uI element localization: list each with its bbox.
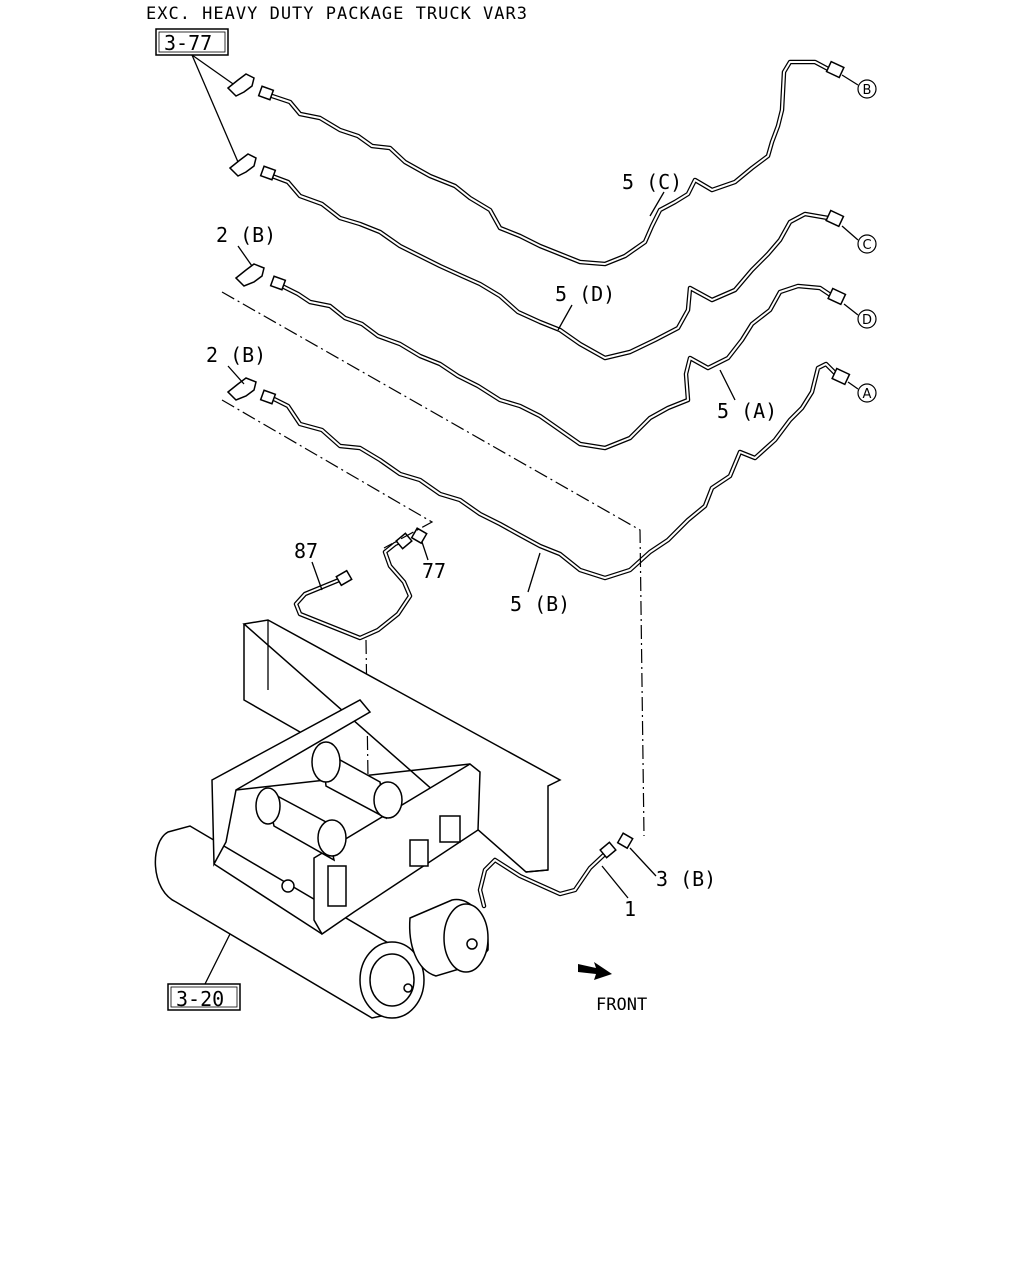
callout-3b-label: 3 (B) (656, 867, 716, 891)
callout-5c[interactable]: 5 (C) (622, 170, 682, 217)
connector-2b-lower[interactable] (226, 377, 277, 405)
callout-2b-lower[interactable]: 2 (B) (206, 343, 266, 385)
pipe-5b[interactable] (269, 361, 841, 581)
hose-87[interactable] (293, 537, 413, 641)
fitting-87-end[interactable] (395, 532, 413, 550)
marker-b[interactable]: B (841, 74, 877, 99)
fitting-87-start[interactable] (335, 569, 353, 587)
air-tank-large (154, 825, 425, 1019)
callout-5d[interactable]: 5 (D) (555, 282, 615, 331)
tank-bracket-assembly (211, 699, 481, 936)
pipe-5c[interactable] (269, 59, 833, 267)
pipe-5a[interactable] (279, 283, 835, 451)
ref-box-bottom[interactable]: 3-20 (167, 983, 241, 1011)
callout-2b-lower-label: 2 (B) (206, 343, 266, 367)
marker-d-label: D (862, 313, 872, 328)
fitting-d[interactable] (827, 287, 847, 306)
callout-87-label: 87 (294, 539, 318, 563)
ref-top-leaders (191, 54, 239, 163)
front-arrow: FRONT (578, 962, 647, 1015)
fitting-b[interactable] (825, 60, 845, 79)
callout-1[interactable]: 1 (601, 865, 636, 921)
callout-2b-upper[interactable]: 2 (B) (216, 223, 276, 267)
callout-5b[interactable]: 5 (B) (510, 552, 570, 616)
marker-a-label: A (863, 387, 872, 402)
callout-5b-label: 5 (B) (510, 592, 570, 616)
ref-top-label: 3-77 (164, 31, 212, 55)
marker-c[interactable]: C (841, 225, 877, 254)
marker-b-label: B (863, 83, 872, 98)
connector-3-77-upper[interactable] (226, 73, 275, 101)
air-tank-small (408, 898, 489, 977)
callout-77-label: 77 (422, 559, 446, 583)
hose-1[interactable] (477, 849, 610, 909)
fitting-c[interactable] (825, 209, 845, 228)
frame-rail (242, 619, 562, 873)
connector-2b-upper[interactable] (234, 263, 287, 291)
valve-left (255, 787, 347, 862)
front-label: FRONT (596, 995, 647, 1015)
callout-87[interactable]: 87 (294, 539, 323, 591)
fitting-a[interactable] (831, 367, 851, 386)
connector-3-77-lower[interactable] (228, 153, 277, 181)
diagram-title: EXC. HEAVY DUTY PACKAGE TRUCK VAR3 (146, 4, 528, 24)
marker-d[interactable]: D (843, 303, 877, 329)
callout-5c-label: 5 (C) (622, 170, 682, 194)
callout-5d-label: 5 (D) (555, 282, 615, 306)
callout-1-label: 1 (624, 897, 636, 921)
nut-77[interactable] (410, 527, 428, 545)
pipe-5d[interactable] (269, 173, 831, 361)
nut-3b[interactable] (616, 832, 634, 850)
marker-a[interactable]: A (847, 381, 877, 403)
callout-3b[interactable]: 3 (B) (629, 847, 716, 891)
callout-5a[interactable]: 5 (A) (717, 369, 777, 423)
ref-bottom-leader (204, 929, 233, 985)
marker-c-label: C (862, 238, 871, 253)
ref-box-top[interactable]: 3-77 (155, 28, 229, 56)
ref-bottom-label: 3-20 (176, 987, 224, 1011)
callout-2b-upper-label: 2 (B) (216, 223, 276, 247)
valve-right (311, 741, 403, 820)
guide-lines (221, 291, 645, 837)
fitting-1[interactable] (599, 841, 617, 859)
callout-5a-label: 5 (A) (717, 399, 777, 423)
callout-77[interactable]: 77 (421, 541, 446, 583)
